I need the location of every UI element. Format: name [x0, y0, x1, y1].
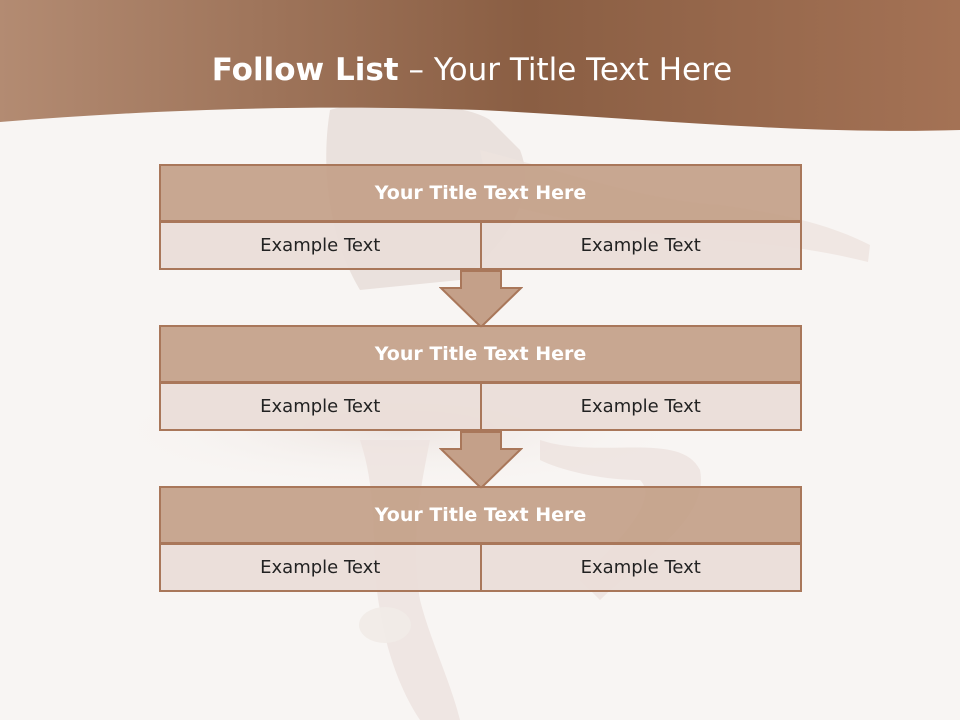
block-row: Example Text Example Text — [159, 543, 802, 592]
block-row: Example Text Example Text — [159, 221, 802, 270]
header-band — [0, 0, 960, 131]
block-cell-left: Example Text — [260, 396, 381, 417]
down-arrow-icon — [439, 270, 523, 328]
block-cell-left: Example Text — [260, 557, 381, 578]
slide-title-strong: Follow List — [211, 52, 399, 88]
down-arrow-icon — [439, 431, 523, 489]
list-block-2: Your Title Text Here Example Text Exampl… — [159, 325, 802, 431]
block-title: Your Title Text Here — [159, 486, 802, 544]
list-block-3: Your Title Text Here Example Text Exampl… — [159, 486, 802, 592]
block-row: Example Text Example Text — [159, 382, 802, 431]
block-title: Your Title Text Here — [159, 164, 802, 222]
slide-title-rest: – Your Title Text Here — [398, 52, 733, 88]
slide-title: Follow List – Your Title Text Here — [0, 52, 944, 88]
block-cell-right: Example Text — [479, 545, 801, 590]
block-title: Your Title Text Here — [159, 325, 802, 383]
block-cell-left: Example Text — [260, 235, 381, 256]
list-block-1: Your Title Text Here Example Text Exampl… — [159, 164, 802, 270]
block-cell-right: Example Text — [479, 223, 801, 268]
block-cell-right: Example Text — [479, 384, 801, 429]
